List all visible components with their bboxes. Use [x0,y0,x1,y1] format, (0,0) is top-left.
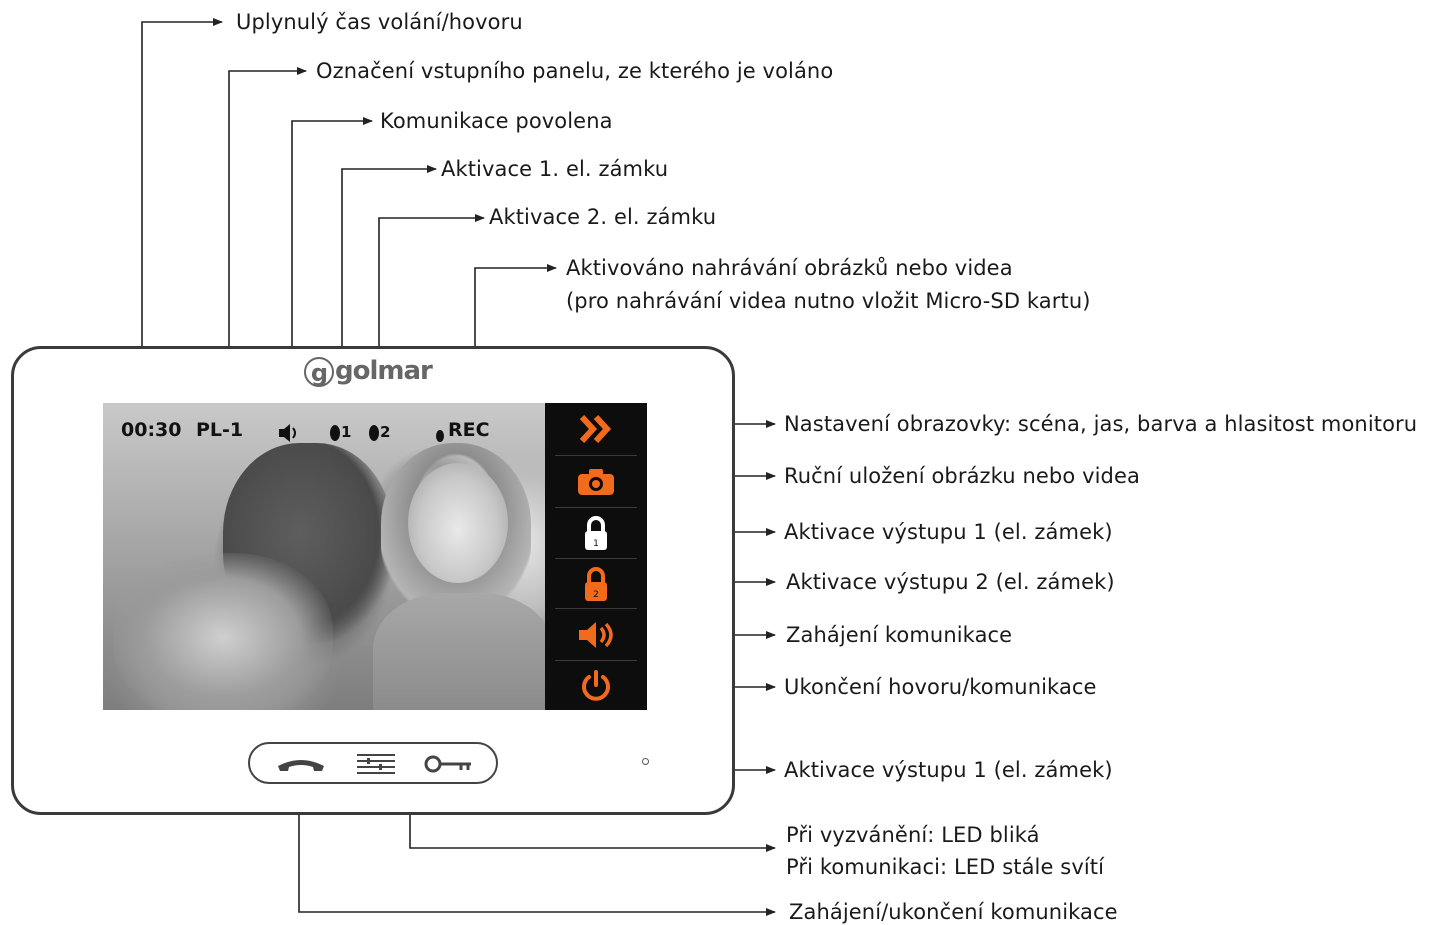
lock1-button[interactable]: 1 [545,507,647,558]
key-button[interactable] [422,750,476,778]
label-recording-line1: Aktivováno nahrávání obrázků nebo videa [566,256,1013,280]
video-image-child-body [373,593,545,710]
sidebar-divider [555,660,637,661]
lock2-button[interactable]: 2 [545,558,647,609]
manual-save-button[interactable] [545,456,647,507]
label-led-line1: Při vyzvánění: LED bliká [786,823,1040,847]
label-lock2-activation: Aktivace 2. el. zámku [489,205,717,229]
label-lock1-activation: Aktivace 1. el. zámku [441,157,669,181]
power-icon [582,669,610,701]
end-call-button[interactable] [545,660,647,711]
sidebar-divider [555,455,637,456]
led-indicator [642,758,649,765]
screen-settings-button[interactable] [545,403,647,454]
video-image-child-face [408,463,508,583]
handset-icon [278,760,324,771]
lock1-icon: 1 [585,515,607,550]
menu-button[interactable] [354,750,398,778]
label-manual-save: Ruční uložení obrázku nebo videa [784,464,1140,488]
lock1-status-icon [329,423,341,448]
label-elapsed-time: Uplynulý čas volání/hovoru [236,10,523,34]
lock2-status-number: 2 [380,423,391,441]
double-chevron-icon [579,414,612,443]
speaker-status-icon [277,422,301,449]
svg-text:2: 2 [593,590,599,600]
label-key-output1: Aktivace výstupu 1 (el. zámek) [784,758,1113,782]
sidebar-menu: 1 2 [545,403,647,710]
label-output1: Aktivace výstupu 1 (el. zámek) [784,520,1113,544]
start-comm-button[interactable] [545,609,647,660]
lock1-status-number: 1 [341,423,352,441]
label-start-comm: Zahájení komunikace [786,623,1013,647]
video-screen: 00:30 PL-1 1 2 REC [103,403,545,710]
label-panel-id: Označení vstupního panelu, ze kterého je… [316,59,834,83]
key-icon [424,755,471,773]
label-screen-settings: Nastavení obrazovky: scéna, jas, barva a… [784,412,1418,436]
label-end-call: Ukončení hovoru/komunikace [784,675,1097,699]
svg-text:1: 1 [593,539,599,549]
status-bar: 00:30 PL-1 1 2 REC [103,419,545,447]
handset-button[interactable] [274,750,328,778]
hardware-button-bar [248,742,498,784]
rec-dot-icon [435,426,445,448]
brand-logo-ring: g [304,356,334,387]
label-output2: Aktivace výstupu 2 (el. zámek) [786,570,1115,594]
lock2-icon: 2 [585,566,607,601]
speaker-icon [579,621,613,648]
video-image-flowers [113,553,333,710]
label-comm-enabled: Komunikace povolena [380,109,613,133]
rec-indicator: REC [448,419,490,441]
sidebar-divider [555,608,637,609]
lock2-status-icon [368,423,380,448]
sidebar-divider [555,558,637,559]
camera-icon [578,468,614,495]
sidebar-divider [555,507,637,508]
panel-id: PL-1 [196,419,244,441]
label-recording-line2: (pro nahrávání videa nutno vložit Micro-… [566,289,1091,313]
label-handset: Zahájení/ukončení komunikace [789,900,1118,924]
label-led-line2: Při komunikaci: LED stále svítí [786,855,1105,879]
menu-icon [357,754,395,774]
brand-logo-text: golmar [335,356,433,386]
elapsed-time: 00:30 [121,419,182,441]
